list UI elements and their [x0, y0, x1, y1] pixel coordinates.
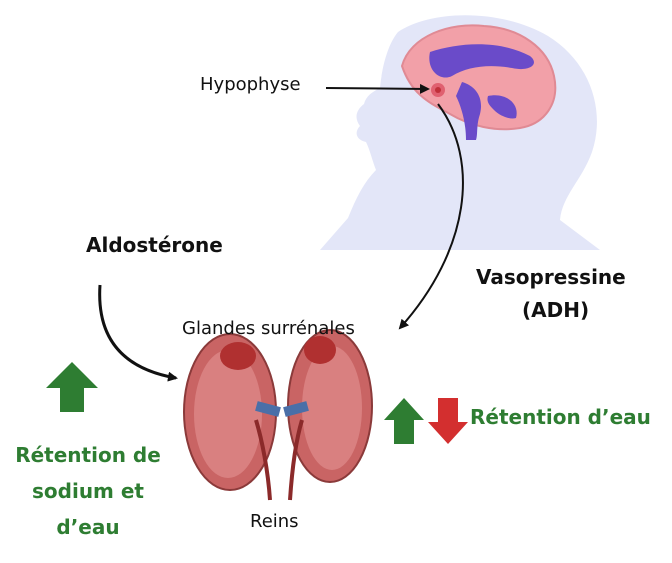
label-glandes-surrenales: Glandes surrénales [182, 318, 355, 339]
renal-vessels [254, 401, 309, 501]
up-arrow-icon [46, 362, 98, 412]
left-kidney [183, 333, 277, 491]
label-aldosterone: Aldostérone [86, 233, 223, 257]
label-retention-sodium: Rétention de sodium et d’eau [15, 443, 161, 539]
label-reins: Reins [250, 511, 299, 532]
brain [400, 24, 557, 140]
up-arrow-icon [384, 398, 424, 444]
down-arrow-icon [428, 398, 468, 444]
label-vasopressine: Vasopressine [476, 265, 626, 289]
adh-arrow [398, 103, 464, 330]
label-hypophyse: Hypophyse [200, 74, 301, 95]
kidneys [183, 329, 373, 501]
hypophyse-arrow [325, 83, 430, 94]
label-adh: (ADH) [522, 298, 590, 322]
aldosterone-arrow [98, 284, 178, 382]
label-retention-eau: Rétention d’eau [470, 405, 651, 429]
